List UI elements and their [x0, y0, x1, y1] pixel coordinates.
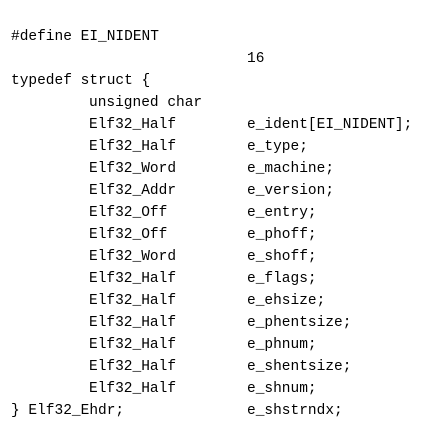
struct-field: Elf32_Off e_shoff; — [11, 202, 317, 265]
field-type: Elf32_Off — [89, 227, 168, 243]
field-name: e_ehsize; — [247, 293, 326, 309]
struct-field: Elf32_Half e_shnum; — [11, 334, 317, 397]
field-type: Elf32_Half — [89, 293, 177, 309]
field-name: e_entry; — [247, 205, 317, 221]
struct-field: Elf32_Half e_phentsize; — [11, 268, 351, 331]
define-line: #define EI_NIDENT 16 — [11, 4, 264, 67]
field-name: e_phnum; — [247, 337, 317, 353]
define-value: 16 — [247, 51, 265, 67]
struct-open-line: typedef struct { — [11, 48, 150, 89]
field-name: e_ident[EI_NIDENT]; — [247, 117, 413, 133]
struct-open: typedef struct { — [11, 73, 151, 89]
struct-close-line: } Elf32_Ehdr; — [11, 378, 124, 419]
field-type: Elf32_Off — [89, 205, 168, 221]
blank-line — [11, 26, 46, 48]
field-name: e_shentsize; — [247, 359, 352, 375]
field-type: Elf32_Half — [89, 315, 177, 331]
field-type: Elf32_Word — [89, 249, 177, 265]
field-type: Elf32_Half — [89, 117, 177, 133]
struct-field: Elf32_Half e_machine; — [11, 114, 334, 177]
field-type: Elf32_Word — [89, 161, 177, 177]
struct-field: Elf32_Off e_phoff; — [11, 180, 317, 243]
struct-field: Elf32_Half e_ehsize; — [11, 246, 325, 309]
struct-field: Elf32_Word e_flags; — [11, 224, 317, 287]
code-listing: #define EI_NIDENT 16 typedef struct { un… — [11, 4, 412, 419]
struct-field: Elf32_Half e_shstrndx; — [11, 356, 343, 419]
struct-field: unsigned char e_ident[EI_NIDENT]; — [11, 70, 412, 133]
field-name: e_shnum; — [247, 381, 317, 397]
struct-close: } Elf32_Ehdr; — [11, 403, 125, 419]
struct-field: Elf32_Half e_phnum; — [11, 290, 317, 353]
field-name: e_phoff; — [247, 227, 317, 243]
field-name: e_machine; — [247, 161, 335, 177]
field-type: Elf32_Half — [89, 359, 177, 375]
field-name: e_phentsize; — [247, 315, 352, 331]
struct-field: Elf32_Half e_type; — [11, 92, 308, 155]
field-type: Elf32_Half — [89, 139, 177, 155]
field-type: Elf32_Addr — [89, 183, 177, 199]
define-directive: #define EI_NIDENT — [11, 29, 159, 45]
field-name: e_type; — [247, 139, 308, 155]
field-type: Elf32_Half — [89, 337, 177, 353]
struct-field: Elf32_Half e_shentsize; — [11, 312, 351, 375]
struct-field: Elf32_Word e_version; — [11, 136, 334, 199]
field-type: Elf32_Half — [89, 271, 177, 287]
field-name: e_shstrndx; — [247, 403, 343, 419]
field-name: e_version; — [247, 183, 335, 199]
field-name: e_shoff; — [247, 249, 317, 265]
struct-field: Elf32_Addr e_entry; — [11, 158, 317, 221]
field-type: Elf32_Half — [89, 381, 177, 397]
field-name: e_flags; — [247, 271, 317, 287]
field-type: unsigned char — [89, 95, 203, 111]
